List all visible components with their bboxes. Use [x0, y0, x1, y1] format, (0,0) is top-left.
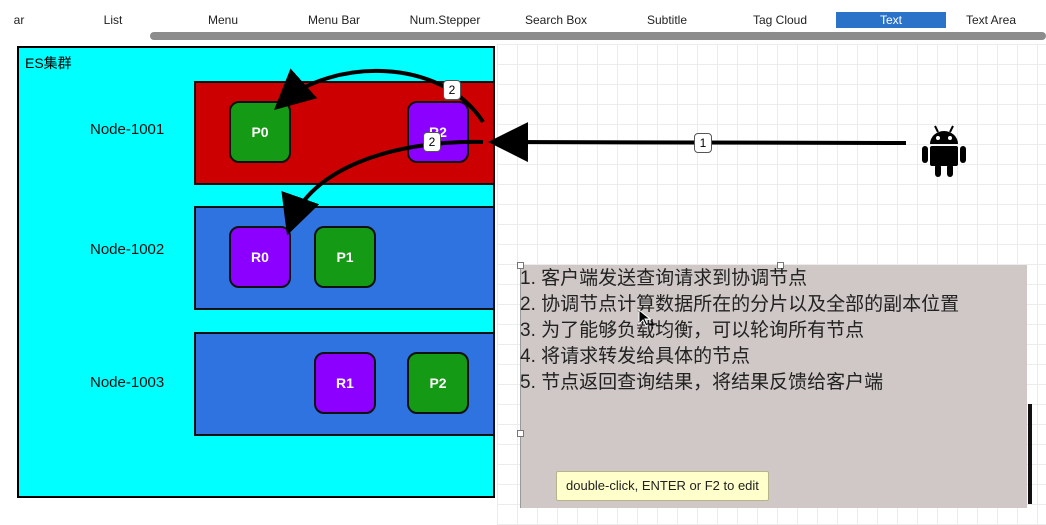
resize-handle-top-left[interactable]	[517, 262, 524, 269]
tab-menu-bar[interactable]: Menu Bar	[307, 13, 361, 27]
step-item-3: 3. 为了能够负载均衡，可以轮询所有节点	[520, 320, 865, 341]
step-item-2: 2. 协调节点计算数据所在的分片以及全部的副本位置	[520, 294, 960, 315]
text-panel[interactable]	[520, 265, 1027, 508]
tab-menu[interactable]: Menu	[207, 13, 239, 27]
vertical-scrollbar[interactable]	[1028, 404, 1032, 504]
tab-subtitle[interactable]: Subtitle	[646, 13, 688, 27]
step-badge-2a: 2	[443, 80, 461, 100]
node-1001-label: Node-1001	[90, 121, 165, 138]
tab-search-box[interactable]: Search Box	[524, 13, 588, 27]
cluster-title: ES集群	[25, 55, 72, 71]
node-1002-label: Node-1002	[90, 241, 165, 258]
shard-r0[interactable]: R0	[229, 226, 291, 288]
resize-handle-left-mid[interactable]	[517, 430, 524, 437]
route-arrow-r0	[281, 139, 484, 236]
step-badge-1: 1	[694, 133, 712, 153]
step-item-1: 1. 客户端发送查询请求到协调节点	[520, 268, 808, 289]
mouse-cursor-icon	[638, 309, 657, 329]
shard-p1[interactable]: P1	[314, 226, 376, 288]
tab-text-area[interactable]: Text Area	[966, 13, 1017, 27]
android-icon[interactable]	[921, 124, 967, 178]
shard-p2[interactable]: P2	[407, 352, 469, 414]
edit-tooltip: double-click, ENTER or F2 to edit	[556, 471, 769, 501]
node-1003-label: Node-1003	[90, 374, 165, 391]
tab-list[interactable]: List	[103, 13, 123, 27]
step-item-4: 4. 将请求转发给具体的节点	[520, 346, 751, 367]
toolbar-scrollbar[interactable]	[150, 32, 1046, 40]
tab-partial[interactable]: ar	[13, 13, 25, 27]
shard-r1[interactable]: R1	[314, 352, 376, 414]
component-toolbar: ar List Menu Menu Bar Num.Stepper Search…	[0, 0, 1046, 44]
steps-list[interactable]: 1. 客户端发送查询请求到协调节点 2. 协调节点计算数据所在的分片以及全部的副…	[520, 266, 959, 396]
tab-num-stepper[interactable]: Num.Stepper	[409, 13, 481, 27]
tab-tag-cloud[interactable]: Tag Cloud	[752, 13, 808, 27]
tab-text[interactable]: Text	[836, 12, 946, 28]
step-item-5: 5. 节点返回查询结果，将结果反馈给客户端	[520, 372, 884, 393]
route-arrow-p0	[274, 68, 485, 124]
shard-p0[interactable]: P0	[229, 101, 291, 163]
step-badge-2b: 2	[423, 132, 441, 152]
resize-handle-top-mid[interactable]	[777, 262, 784, 269]
